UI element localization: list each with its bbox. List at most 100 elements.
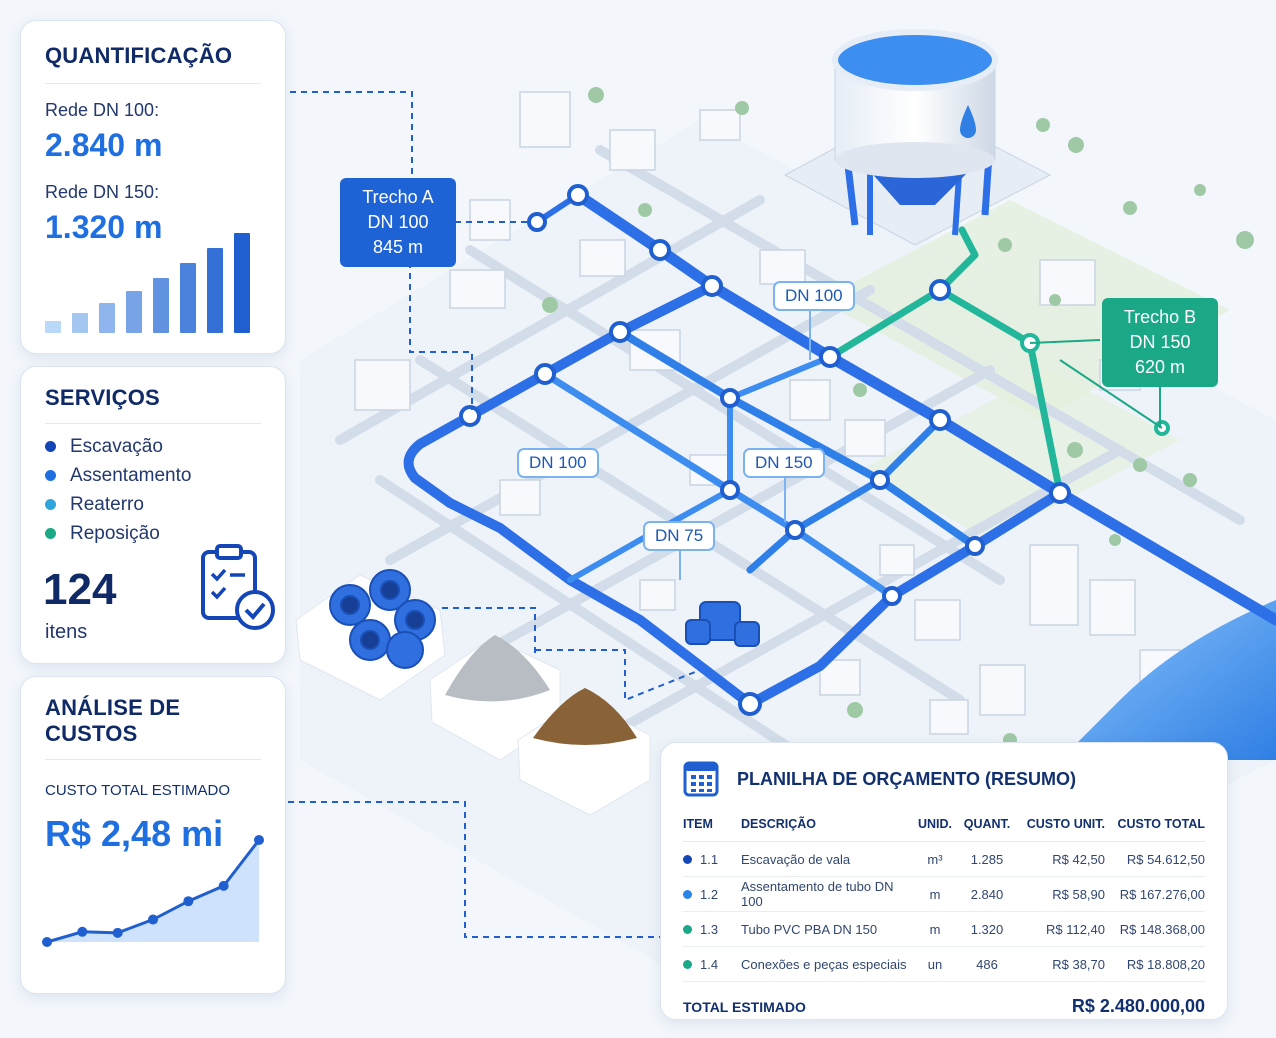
trecho-a-diameter: DN 100 [367, 212, 429, 232]
total-value: R$ 2.480.000,00 [1071, 996, 1205, 1016]
row-unit-cost: R$ 38,70 [1015, 946, 1105, 982]
tag-leaders [1029, 339, 1163, 429]
table-row[interactable]: 1.2 Assentamento de tubo DN 100 m 2.840 … [683, 876, 1205, 912]
row-bullet [683, 854, 692, 864]
servico-item[interactable]: Assentamento [45, 461, 261, 490]
dashed-connectors [288, 91, 701, 938]
row-bullet [683, 889, 692, 899]
table-row[interactable]: 1.1 Escavação de vala m³ 1.285 R$ 42,50 … [683, 841, 1205, 877]
servico-item[interactable]: Escavação [45, 432, 261, 461]
quantificacao-title: QUANTIFICAÇÃO [45, 43, 233, 68]
dn100-tag-top[interactable]: DN 100 [773, 281, 855, 311]
water-body [1060, 600, 1276, 760]
servico-item[interactable]: Reaterro [45, 490, 261, 519]
row-item: 1.4 [683, 946, 741, 982]
quantity-bar-chart [45, 233, 259, 333]
water-tank-icon [783, 29, 1052, 246]
row-quant: 486 [959, 946, 1015, 982]
servicos-count-unit: itens [45, 621, 88, 643]
row-total-cost: R$ 18.808,20 [1105, 946, 1205, 982]
row-unit-cost: R$ 112,40 [1015, 911, 1105, 947]
cost-trend-chart [42, 835, 264, 947]
trecho-a-name: Trecho A [362, 187, 434, 207]
trend-point [254, 835, 264, 845]
dn75-tag[interactable]: DN 75 [643, 521, 716, 551]
divider [45, 759, 261, 760]
trecho-b-name: Trecho B [1123, 307, 1197, 327]
row-unid: m [911, 911, 959, 947]
row-unit-cost: R$ 58,90 [1015, 876, 1105, 912]
tag-leaders-blue [679, 310, 811, 580]
pipe-nodes [459, 184, 1170, 716]
row-item: 1.3 [683, 911, 741, 947]
row-unid: m [911, 876, 959, 912]
row-bullet [683, 924, 692, 934]
table-row[interactable]: 1.4 Conexões e peças especiais un 486 R$… [683, 946, 1205, 982]
table-row[interactable]: 1.3 Tubo PVC PBA DN 150 m 1.320 R$ 112,4… [683, 911, 1205, 947]
divider [45, 83, 261, 84]
analise-custos-card: ANÁLISE DE CUSTOS CUSTO TOTAL ESTIMADO R… [20, 676, 286, 994]
servico-bullet [45, 499, 56, 510]
pipes-stack-icon [329, 569, 436, 669]
servico-label: Reaterro [70, 493, 144, 515]
row-total-cost: R$ 54.612,50 [1105, 841, 1205, 877]
materials-group [295, 569, 760, 816]
gravel-pile-icon [445, 635, 550, 702]
soil-pile-icon [533, 688, 637, 745]
row-total-cost: R$ 148.368,00 [1105, 911, 1205, 947]
quantity-bar [153, 278, 169, 333]
total-label: TOTAL ESTIMADO [683, 998, 806, 1015]
quantity-bar [45, 321, 61, 333]
servico-bullet [45, 470, 56, 481]
trend-point [148, 914, 158, 925]
col-custo-unit: CUSTO UNIT. [1015, 817, 1105, 842]
row-quant: 1.320 [959, 911, 1015, 947]
servico-label: Assentamento [70, 464, 192, 486]
row-desc: Conexões e peças especiais [741, 946, 911, 982]
row-bullet [683, 959, 692, 969]
planilha-card: PLANILHA DE ORÇAMENTO (RESUMO) ITEM DESC… [660, 742, 1228, 1020]
custos-subtitle: CUSTO TOTAL ESTIMADO [45, 782, 231, 799]
trend-point [112, 927, 123, 938]
trecho-b-diameter: DN 150 [1129, 332, 1191, 352]
budget-table: ITEM DESCRIÇÃO UNID. QUANT. CUSTO UNIT. … [683, 817, 1205, 982]
planilha-title: PLANILHA DE ORÇAMENTO (RESUMO) [737, 768, 1076, 789]
servicos-card: SERVIÇOS Escavação Assentamento Reaterro… [20, 366, 286, 664]
row-unid: m³ [911, 841, 959, 877]
servicos-list: Escavação Assentamento Reaterro Reposiçã… [45, 432, 261, 548]
budget-table-header: ITEM DESCRIÇÃO UNID. QUANT. CUSTO UNIT. … [683, 817, 1205, 842]
quantity-bar [72, 313, 88, 333]
row-quant: 2.840 [959, 876, 1015, 912]
spreadsheet-icon [683, 761, 719, 797]
trecho-b-length: 620 m [1134, 357, 1186, 377]
dn150-tag[interactable]: DN 150 [743, 448, 825, 478]
servico-bullet [45, 441, 56, 452]
row-item: 1.1 [683, 841, 741, 877]
quantity-bar [99, 303, 115, 333]
servico-item[interactable]: Reposição [45, 519, 261, 548]
trend-point [77, 926, 88, 937]
quantificacao-card: QUANTIFICAÇÃO Rede DN 100: 2.840 m Rede … [20, 20, 286, 354]
rede-dn100-label: Rede DN 100: [45, 100, 160, 120]
trecho-a-tag[interactable]: Trecho A DN 100 845 m [340, 178, 456, 267]
quantity-bar [126, 291, 142, 333]
col-custo-total: CUSTO TOTAL [1105, 817, 1205, 842]
row-quant: 1.285 [959, 841, 1015, 877]
row-total-cost: R$ 167.276,00 [1105, 876, 1205, 912]
trend-point [42, 937, 52, 947]
servico-bullet [45, 528, 56, 539]
planilha-header: PLANILHA DE ORÇAMENTO (RESUMO) [683, 761, 1205, 797]
row-desc: Assentamento de tubo DN 100 [741, 876, 911, 912]
rede-dn150-value: 1.320 m [45, 209, 163, 245]
row-item-code: 1.3 [700, 921, 719, 937]
col-item: ITEM [683, 817, 741, 842]
col-quant: QUANT. [959, 817, 1015, 842]
col-descricao: DESCRIÇÃO [741, 817, 911, 842]
dn100-tag-left[interactable]: DN 100 [517, 448, 599, 478]
total-row: TOTAL ESTIMADO R$ 2.480.000,00 [683, 996, 1205, 1017]
quantity-bar [180, 263, 196, 333]
row-item-code: 1.1 [700, 851, 719, 867]
trecho-b-tag[interactable]: Trecho B DN 150 620 m [1102, 298, 1218, 387]
row-item: 1.2 [683, 876, 741, 912]
